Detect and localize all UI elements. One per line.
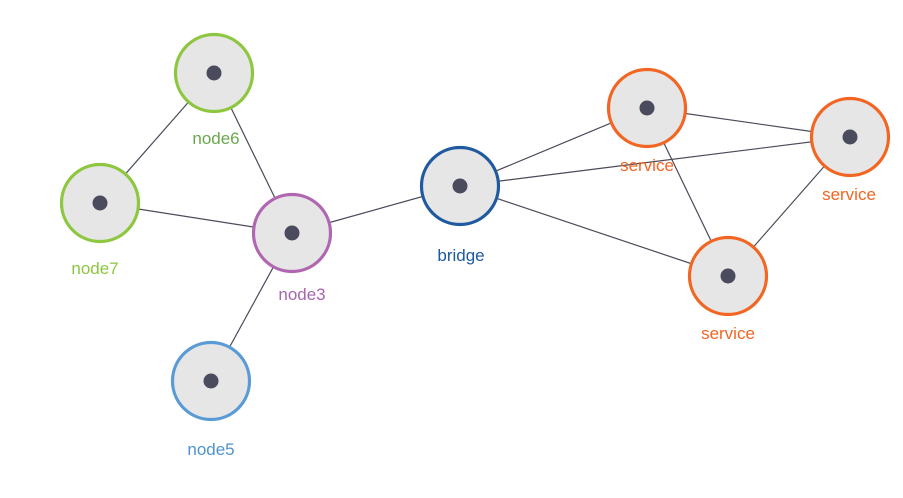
node-node6[interactable] [173, 32, 255, 114]
nodes-layer [59, 32, 891, 422]
node-center-dot-icon [284, 225, 300, 241]
node-label-service3: service [701, 324, 755, 343]
node-center-dot-icon [842, 129, 858, 145]
node-center-dot-icon [452, 178, 468, 194]
edge-bridge-service2 [459, 136, 851, 187]
node-center-dot-icon [639, 100, 655, 116]
node-node5[interactable] [170, 340, 252, 422]
node-service3[interactable] [687, 235, 769, 317]
node-label-service1: service [620, 156, 674, 175]
node-node3[interactable] [251, 192, 333, 274]
node-label-node5: node5 [187, 440, 234, 459]
node-label-service2: service [822, 185, 876, 204]
node-label-node7: node7 [71, 259, 118, 278]
node-label-node6: node6 [192, 129, 239, 148]
node-center-dot-icon [92, 195, 108, 211]
node-bridge[interactable] [419, 145, 501, 227]
node-center-dot-icon [720, 268, 736, 284]
edge-bridge-service3 [459, 185, 729, 277]
node-center-dot-icon [206, 65, 222, 81]
node-center-dot-icon [203, 373, 219, 389]
labels-layer: node6 node7 node3 node5 bridge service service… [71, 129, 876, 459]
node-label-node3: node3 [278, 285, 325, 304]
node-service2[interactable] [809, 96, 891, 178]
node-label-bridge: bridge [437, 246, 484, 265]
node-service1[interactable] [606, 67, 688, 149]
node-node7[interactable] [59, 162, 141, 244]
